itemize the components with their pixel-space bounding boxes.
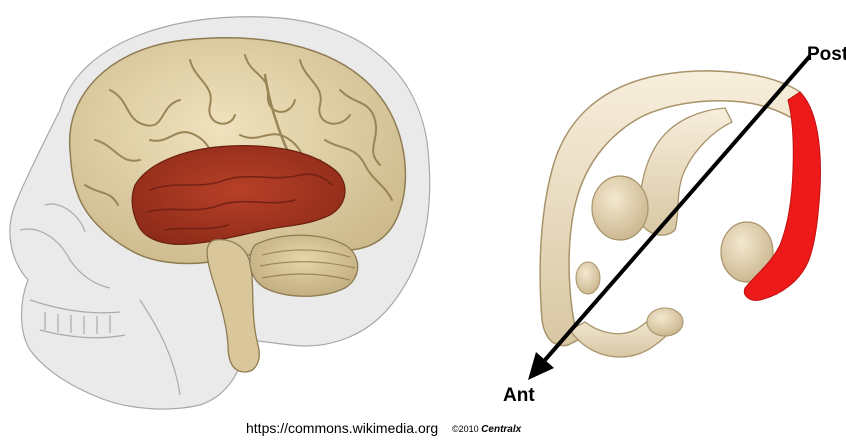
ventricle-inner-fold [640, 108, 732, 235]
ventricle-bulb-small [576, 262, 600, 294]
copyright-credit: ©2010 Centralx [452, 424, 521, 435]
copyright-year: ©2010 [452, 424, 479, 434]
brain-skull-illustration [0, 0, 440, 420]
source-url-credit: https://commons.wikimedia.org [246, 420, 438, 436]
ventricle-bulb-center [592, 176, 648, 240]
anterior-label: Ant [503, 385, 535, 407]
posterior-label: Post [807, 44, 846, 66]
copyright-brand: Centralx [481, 424, 521, 435]
lateral-ventricle-illustration [470, 30, 846, 420]
ventricle-hook-tip [647, 308, 683, 336]
